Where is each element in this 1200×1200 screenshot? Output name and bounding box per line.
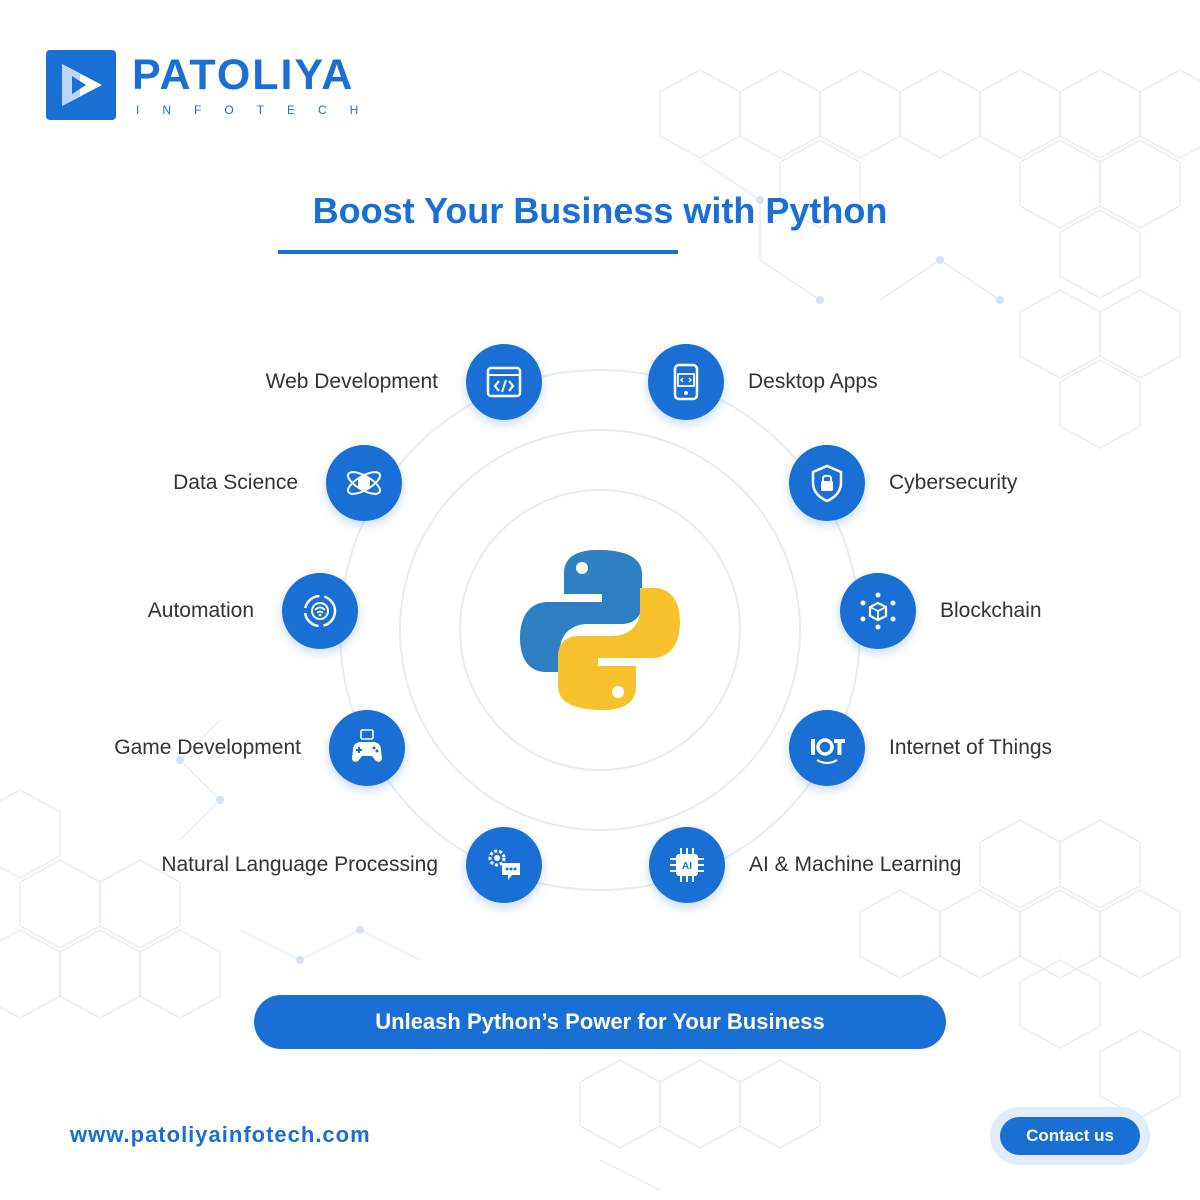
feature-internet-of-things[interactable]: Internet of Things [789, 710, 1052, 786]
nlp-icon [466, 827, 542, 903]
feature-label: Cybersecurity [889, 471, 1018, 494]
website-link[interactable]: www.patoliyainfotech.com [70, 1122, 371, 1147]
feature-web-development[interactable]: Web Development [266, 344, 542, 420]
svg-text:AI: AI [682, 861, 692, 872]
feature-label: Data Science [173, 471, 298, 494]
feature-ai-machine-learning[interactable]: AI AI & Machine Learning [649, 827, 961, 903]
gamepad-icon [329, 710, 405, 786]
brand-subtitle: INFOTECH [136, 103, 382, 117]
data-science-icon [326, 445, 402, 521]
contact-button-wrapper: Contact us [990, 1107, 1150, 1165]
python-logo-icon [520, 550, 680, 710]
desktop-app-icon [648, 344, 724, 420]
feature-label: Natural Language Processing [161, 853, 438, 876]
blockchain-icon [840, 573, 916, 649]
feature-natural-language-processing[interactable]: Natural Language Processing [161, 827, 542, 903]
feature-blockchain[interactable]: Blockchain [840, 573, 1042, 649]
feature-label: Automation [147, 599, 254, 622]
feature-label: Web Development [265, 370, 438, 393]
cybersecurity-icon [789, 445, 865, 521]
brand-logo-mark [46, 50, 116, 120]
feature-label: Desktop Apps [748, 370, 878, 393]
feature-desktop-apps[interactable]: Desktop Apps [648, 344, 878, 420]
iot-icon [789, 710, 865, 786]
automation-icon [282, 573, 358, 649]
feature-cybersecurity[interactable]: Cybersecurity [789, 445, 1017, 521]
feature-automation[interactable]: Automation [148, 573, 358, 649]
feature-label: Game Development [114, 736, 301, 759]
ai-chip-icon: AI [649, 827, 725, 903]
feature-label: Internet of Things [889, 736, 1053, 759]
web-code-icon [466, 344, 542, 420]
feature-label: AI & Machine Learning [749, 853, 962, 876]
page-title: Boost Your Business with Python [312, 190, 888, 231]
feature-data-science[interactable]: Data Science [173, 445, 402, 521]
brand-logo[interactable]: PATOLIYA INFOTECH [46, 50, 381, 120]
feature-game-development[interactable]: Game Development [114, 710, 405, 786]
brand-name: PATOLIYA [132, 51, 355, 99]
feature-label: Blockchain [940, 599, 1042, 622]
contact-us-button[interactable]: Contact us [1000, 1117, 1140, 1155]
cta-banner[interactable]: Unleash Python’s Power for Your Business [254, 995, 946, 1049]
title-underline [278, 250, 678, 254]
play-arrow-icon [62, 64, 102, 106]
